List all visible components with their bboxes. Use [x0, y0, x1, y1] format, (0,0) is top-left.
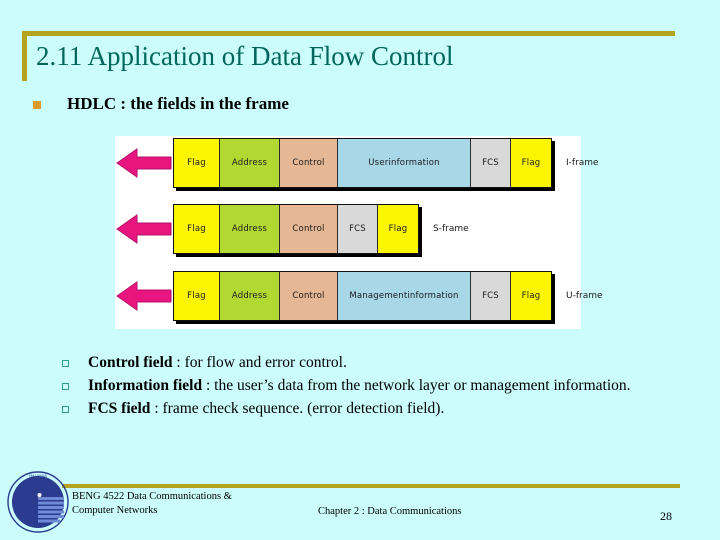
frame-field: FCS	[471, 272, 511, 320]
frame-field: Flag	[511, 272, 551, 320]
footer-course-text: BENG 4522 Data Communications & Computer…	[72, 490, 232, 518]
square-bullet-icon	[33, 101, 41, 109]
left-arrow-icon	[115, 204, 173, 254]
frame-type-label: I-frame	[566, 158, 599, 168]
footer-course-line2: Computer Networks	[72, 505, 158, 516]
frame-field: Control	[280, 139, 338, 187]
sub-bullet-label: Control field : for flow and error contr…	[88, 354, 347, 371]
frame-field: Control	[280, 205, 338, 253]
frame-field: Control	[280, 272, 338, 320]
footer-chapter-text: Chapter 2 : Data Communications	[318, 506, 462, 517]
sub-bullet-item: Control field : for flow and error contr…	[62, 352, 710, 374]
left-arrow-icon	[115, 138, 173, 188]
hollow-square-bullet-icon	[62, 406, 69, 413]
frame-field: Flag	[174, 272, 220, 320]
frame-field: Flag	[511, 139, 551, 187]
svg-text:MALAYSIA: MALAYSIA	[29, 474, 47, 478]
sub-bullet-label: Information field : the user’s data from…	[88, 377, 631, 394]
frame-field: Address	[220, 205, 280, 253]
footer-rule	[62, 484, 680, 488]
university-emblem-logo: MALAYSIA	[6, 470, 70, 534]
page-number: 28	[660, 509, 672, 523]
frame-field: Flag	[174, 205, 220, 253]
sub-bullet-item: FCS field : frame check sequence. (error…	[62, 398, 710, 420]
main-bullet: HDLC : the fields in the frame	[33, 93, 673, 114]
sub-bullet-label: FCS field : frame check sequence. (error…	[88, 400, 445, 417]
frame-type-label: U-frame	[566, 291, 603, 301]
left-arrow-icon	[115, 271, 173, 321]
frame-field: Flag	[174, 139, 220, 187]
title-rule-top	[22, 31, 675, 36]
sub-bullet-item: Information field : the user’s data from…	[62, 375, 710, 397]
hollow-square-bullet-icon	[62, 360, 69, 367]
page-title: 2.11 Application of Data Flow Control	[36, 41, 454, 71]
title-rule-left	[22, 31, 27, 81]
frame-field: Address	[220, 139, 280, 187]
frame-field: Address	[220, 272, 280, 320]
frame-field: Flag	[378, 205, 418, 253]
frame-field: FCS	[471, 139, 511, 187]
main-bullet-label: HDLC : the fields in the frame	[67, 94, 289, 113]
hollow-square-bullet-icon	[62, 383, 69, 390]
frame-type-label: S-frame	[433, 224, 469, 234]
footer-course-line1: BENG 4522 Data Communications &	[72, 491, 232, 502]
frame-field: FCS	[338, 205, 378, 253]
sub-bullet-list: Control field : for flow and error contr…	[62, 352, 710, 421]
